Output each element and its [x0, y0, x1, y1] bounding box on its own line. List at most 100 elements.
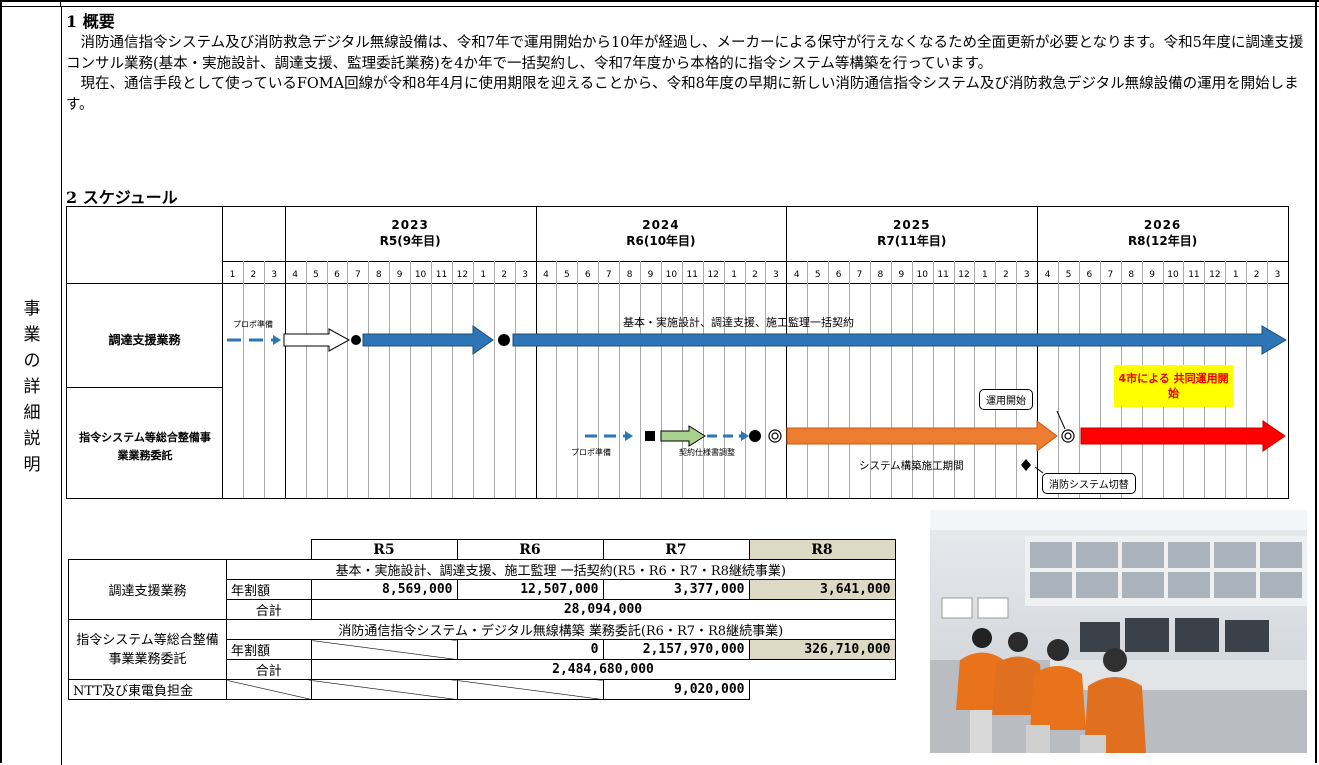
- gantt-month-gridline: [849, 261, 851, 498]
- cmd-annual-r6: 0: [456, 639, 604, 660]
- gantt-month-label: 10: [1167, 270, 1179, 280]
- gantt-month-label: 10: [414, 270, 427, 280]
- empty-diagonal-cell: [310, 639, 458, 660]
- orange-build-arrow: [786, 420, 1058, 452]
- gantt-month-gridline: [242, 261, 244, 498]
- table-row: 合計 28,094,000: [69, 599, 896, 620]
- gantt-month-gridline: [681, 261, 683, 498]
- row-label-command-system: 指令システム等総合整備事業業務委託: [79, 431, 211, 462]
- gantt-month-label: 9: [396, 270, 403, 280]
- gantt-month-gridline: [577, 261, 579, 498]
- gantt-month-label: 12: [707, 270, 719, 280]
- side-label: 事業の詳細説明: [23, 299, 41, 475]
- gantt-month-label: 5: [1065, 270, 1072, 280]
- table-row: 年割額 0 2,157,970,000 326,710,000: [69, 639, 896, 660]
- budget-table: R5 R6 R7 R8 調達支援業務 基本・実施設計、調達支援、施工監理 一括契…: [68, 539, 896, 700]
- gantt-month-label: 6: [334, 270, 340, 280]
- gantt-month-label: 5: [313, 270, 319, 280]
- gantt-month-gridline: [1099, 261, 1101, 498]
- overview-title: 1 概要: [66, 12, 115, 31]
- table-row: NTT及び東電負担金 9,020,000: [68, 679, 896, 700]
- gantt-month-gridline: [410, 261, 412, 498]
- spec-dashed-arrow: [707, 431, 749, 441]
- gantt-month-gridline: [493, 261, 495, 498]
- red-operation-arrow: [1080, 420, 1286, 452]
- gantt-month-label: 1: [982, 270, 988, 280]
- gantt-era-label: R6(10年目): [626, 234, 696, 248]
- gantt-month-label: 4: [1044, 270, 1051, 280]
- contract-label: 基本・実施設計、調達支援、施工監理一括契約: [623, 316, 854, 329]
- overview-paragraph-2: 現在、通信手段として使っているFOMA回線が令和8年4月に使用期限を迎えることか…: [66, 76, 1299, 113]
- gantt-month-gridline: [305, 261, 307, 498]
- gantt-month-gridline: [347, 261, 349, 498]
- gantt-month-label: 3: [522, 270, 528, 280]
- joint-operation-box: 4市による 共同運用開始: [1114, 365, 1233, 407]
- double-circle-1: [768, 429, 782, 443]
- spec-adjust-label: 契約仕様書調整: [679, 448, 735, 457]
- gantt-month-label: 11: [1188, 270, 1200, 280]
- milestone-dot: [749, 430, 761, 442]
- gantt-month-gridline: [911, 261, 913, 498]
- table-row: 指令システム等総合整備事業業務委託 消防通信指令システム・デジタル無線構築 業務…: [68, 619, 896, 680]
- table-row: 合計 2,484,680,000: [69, 659, 896, 680]
- double-circle-2: [1061, 429, 1075, 443]
- gantt-month-gridline: [890, 261, 892, 498]
- gantt-arrows: [227, 325, 1287, 474]
- gantt-month-label: 4: [292, 270, 299, 280]
- gantt-month-gridline: [869, 261, 871, 498]
- gantt-month-gridline: [556, 261, 558, 498]
- gantt-month-label: 4: [793, 270, 800, 280]
- gantt-month-label: 11: [937, 270, 949, 280]
- gantt-era-label: R8(12年目): [1127, 234, 1198, 248]
- cmd-total: 2,484,680,000: [310, 659, 896, 680]
- gantt-month-label: 12: [958, 270, 970, 280]
- empty-diagonal-cell: [310, 679, 458, 700]
- proposal-dashed-arrow-2: [585, 431, 633, 441]
- gantt-header-line: [67, 283, 1288, 284]
- gantt-month-label: 1: [731, 270, 737, 280]
- command-center-illustration: [930, 510, 1307, 753]
- side-column: [0, 7, 62, 765]
- gantt-month-gridline: [472, 261, 474, 498]
- proc-annual-r6: 12,507,000: [456, 579, 604, 600]
- gantt-month-gridline: [535, 207, 537, 498]
- gantt-month-label: 8: [626, 270, 633, 280]
- gantt-month-label: 8: [375, 270, 382, 280]
- proc-support-label: 調達支援業務: [68, 559, 227, 620]
- milestone-dot: [498, 334, 510, 346]
- gantt-month-gridline: [974, 261, 976, 498]
- gantt-month-label: 12: [1209, 270, 1221, 280]
- gantt-month-gridline: [807, 261, 809, 498]
- command-system-label: 指令システム等総合整備事業業務委託: [68, 619, 227, 680]
- gantt-month-label: 11: [686, 270, 698, 280]
- gantt-month-label: 2: [1253, 270, 1260, 280]
- command-center-photo: [930, 510, 1307, 753]
- callout-pointer: [1034, 466, 1044, 474]
- gantt-month-gridline: [1058, 261, 1060, 498]
- table-row: 年割額 8,569,000 12,507,000 3,377,000 3,641…: [69, 579, 896, 600]
- gantt-month-gridline: [1016, 261, 1018, 498]
- gantt-month-label: 5: [564, 270, 570, 280]
- spec-adjust-arrow: [660, 425, 706, 447]
- gantt-month-label: 7: [1107, 270, 1114, 280]
- switch-diamond: [1021, 459, 1031, 471]
- gantt-month-gridline: [640, 261, 642, 498]
- gantt-month-gridline: [1078, 261, 1080, 498]
- gantt-era-label: R7(11年目): [877, 234, 947, 248]
- gantt-month-gridline: [326, 261, 328, 498]
- ntt-r7: 9,020,000: [602, 679, 750, 700]
- gantt-year-label: 2025: [893, 218, 931, 232]
- gantt-month-label: 6: [835, 270, 842, 280]
- gantt-month-label: 1: [480, 270, 487, 280]
- gantt-month-label: 3: [1274, 270, 1281, 280]
- header-r7: R7: [602, 539, 750, 560]
- gantt-month-gridline: [619, 261, 621, 498]
- gantt-year-label: 2026: [1143, 218, 1182, 232]
- cmd-annual-r7: 2,157,970,000: [602, 639, 750, 660]
- proc-annual-r7: 3,377,000: [602, 579, 750, 600]
- proposal-prep-label-2: プロポ準備: [571, 448, 611, 457]
